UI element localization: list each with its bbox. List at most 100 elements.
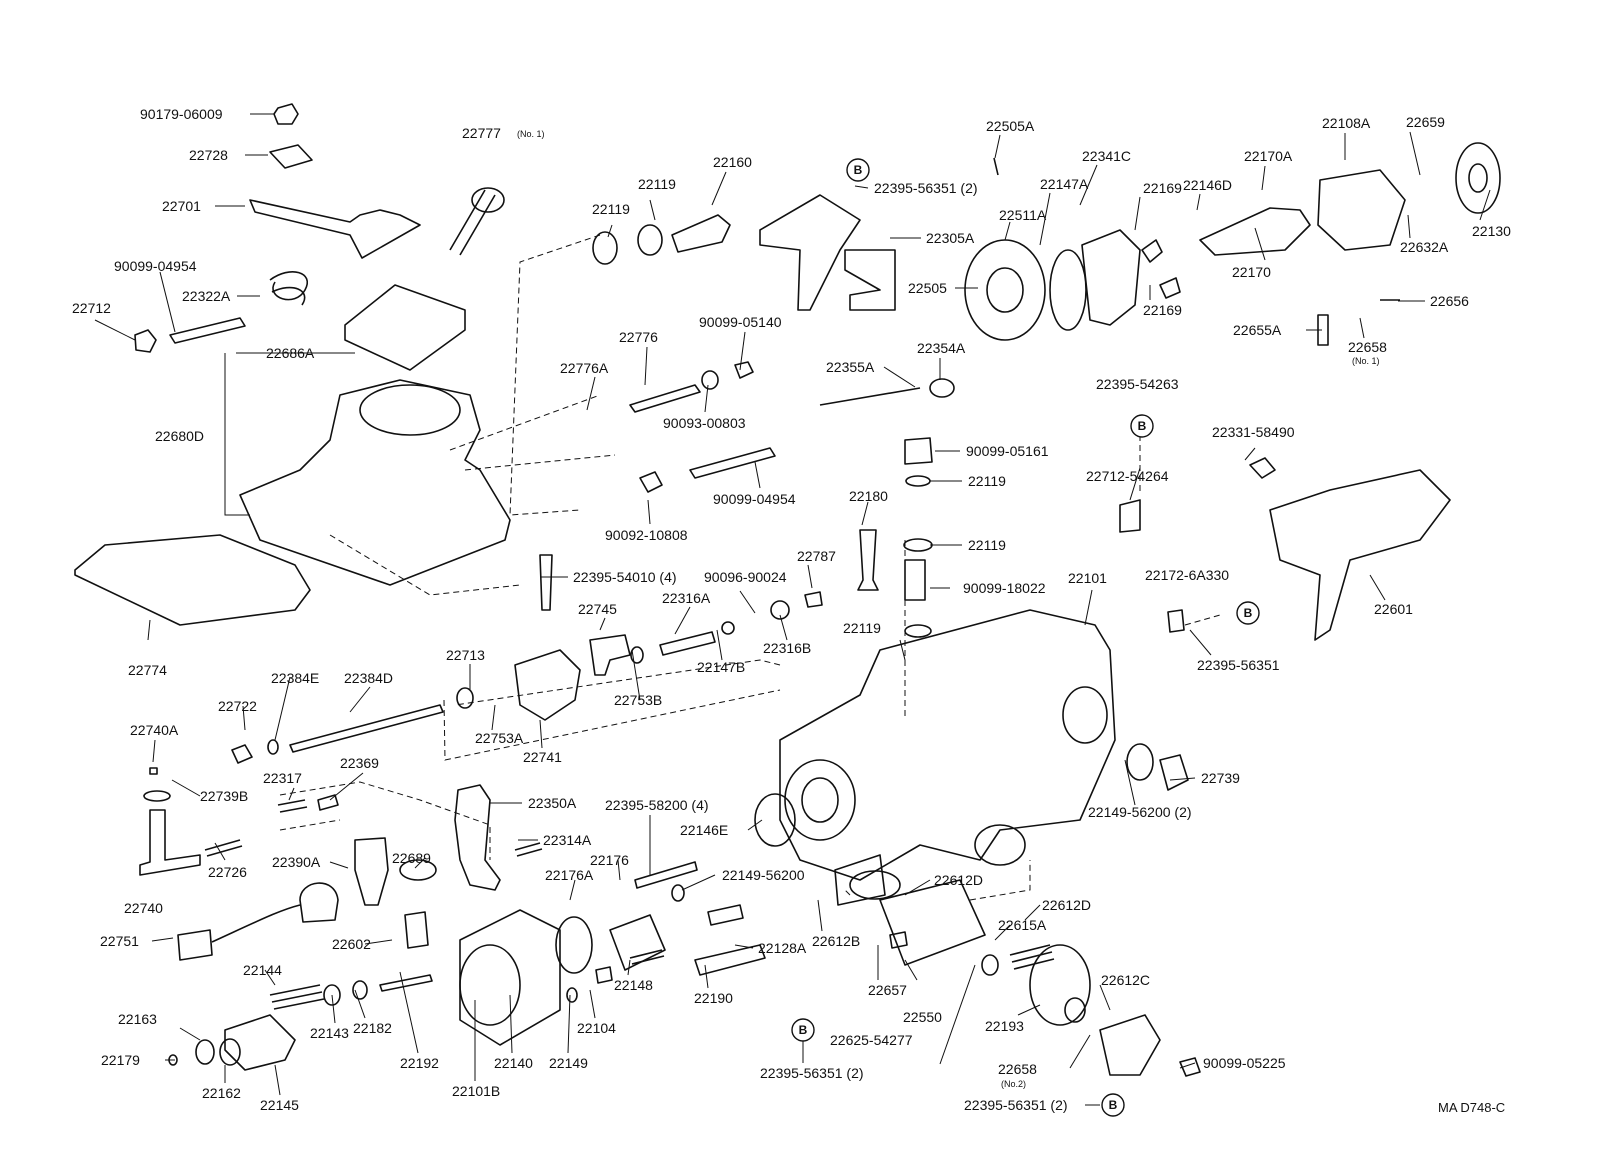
gasket-22774 [74, 534, 311, 626]
svg-text:B: B [799, 1023, 808, 1037]
spring-22144 [269, 984, 325, 1010]
svg-text:B: B [1138, 419, 1147, 433]
part-label: 22145 [260, 1097, 299, 1113]
gear-22341C [1081, 229, 1141, 326]
shaft-22384D [289, 704, 444, 753]
part-label: 90092-10808 [605, 527, 688, 543]
leader-lines [94, 113, 1491, 1106]
stopper-22169 [1141, 239, 1163, 263]
governor-housing [239, 379, 511, 586]
part-label: (No. 1) [1352, 356, 1380, 366]
part-label: 22147A [1040, 176, 1089, 192]
lever-bracket [249, 199, 421, 259]
part-label: 22169 [1143, 302, 1182, 318]
part-label: 22317 [263, 770, 302, 786]
part-label: 22632A [1400, 239, 1449, 255]
part-label: 22777 [462, 125, 501, 141]
part-label: 22657 [868, 982, 907, 998]
part-label: 22787 [797, 548, 836, 564]
part-label: 22147B [697, 659, 745, 675]
housing-22140 [459, 909, 561, 1046]
spring-22726 [204, 839, 243, 857]
cylinder-22176 [609, 914, 666, 971]
spring-22317 [277, 799, 308, 813]
bracket-22305A [844, 249, 896, 311]
pin-22369 [317, 794, 339, 811]
part-label: 22745 [578, 601, 617, 617]
part-label: 22350A [528, 795, 577, 811]
part-label: (No. 1) [517, 129, 545, 139]
part-label: 22655A [1233, 322, 1282, 338]
part-label: 22182 [353, 1020, 392, 1036]
part-label: 22701 [162, 198, 201, 214]
screw-22787 [804, 591, 823, 608]
part-label: 22384E [271, 670, 319, 686]
part-label: 22149 [549, 1055, 588, 1071]
part-label: 22753A [475, 730, 524, 746]
nut-22722 [231, 744, 253, 764]
part-label: 22505 [908, 280, 947, 296]
part-label: 22305A [926, 230, 975, 246]
svg-text:B: B [854, 163, 863, 177]
part-label: 22625-54277 [830, 1032, 913, 1048]
part-label: 22170A [1244, 148, 1293, 164]
bracket-22350A [454, 784, 501, 891]
part-label: 22163 [118, 1011, 157, 1027]
part-label: 22176 [590, 852, 629, 868]
part-label: 22395-54010 (4) [573, 569, 677, 585]
part-label: 22601 [1374, 601, 1413, 617]
part-label: 22108A [1322, 115, 1371, 131]
part-label: 90179-06009 [140, 106, 223, 122]
rod-22192 [379, 974, 433, 992]
cap-90099-05161 [904, 437, 933, 465]
nut-part [273, 103, 299, 125]
part-label: 22180 [849, 488, 888, 504]
part-label: 22316A [662, 590, 711, 606]
part-label: 22395-58200 (4) [605, 797, 709, 813]
part-label: 22193 [985, 1018, 1024, 1034]
part-label: 22119 [592, 201, 630, 217]
reference-lines [279, 234, 1221, 901]
part-label: 22140 [494, 1055, 533, 1071]
part-label: 22119 [968, 537, 1006, 553]
lever-assembly-22601 [1269, 469, 1451, 641]
part-label: 22128A [758, 940, 807, 956]
fitting-90099 [904, 559, 926, 601]
tube-22550 [879, 879, 986, 966]
part-label: 22119 [843, 620, 881, 636]
plate-22145 [224, 1014, 296, 1071]
part-label: 22172-6A330 [1145, 567, 1229, 583]
part-label: 22354A [917, 340, 966, 356]
part-label: 90096-90024 [704, 569, 787, 585]
plug-22739 [1159, 754, 1189, 791]
part-label: 22179 [101, 1052, 140, 1068]
part-label: 22149-56200 [722, 867, 805, 883]
part-label: 22170 [1232, 264, 1271, 280]
clip-22172 [1167, 609, 1185, 633]
ref-marker-b-4: B [791, 1018, 815, 1042]
part-label: 22119 [638, 176, 676, 192]
part-label: 22192 [400, 1055, 439, 1071]
nut-90092 [639, 471, 663, 493]
screw-22104 [595, 966, 613, 984]
part-label: 22322A [182, 288, 231, 304]
pin-22657 [889, 931, 908, 949]
part-label: 22550 [903, 1009, 942, 1025]
part-label: 22680D [155, 428, 204, 444]
part-label: 22101 [1068, 570, 1107, 586]
bolt-90099 [689, 447, 776, 479]
part-label: 90099-05225 [1203, 1055, 1286, 1071]
filter-22602 [404, 911, 429, 949]
bolt-22149 [707, 904, 744, 926]
block-22745 [589, 634, 631, 676]
part-label: 22712-54264 [1086, 468, 1169, 484]
part-label: 22146E [680, 822, 728, 838]
part-number-labels: 90179-06009 22728 22701 22777 (No. 1) 90… [72, 106, 1511, 1113]
part-label: 22712 [72, 300, 111, 316]
sensor-22331 [1249, 457, 1276, 479]
part-label: 22740 [124, 900, 163, 916]
spring-part [269, 271, 308, 306]
part-label: 22505A [986, 118, 1035, 134]
svg-text:B: B [1109, 1098, 1118, 1112]
